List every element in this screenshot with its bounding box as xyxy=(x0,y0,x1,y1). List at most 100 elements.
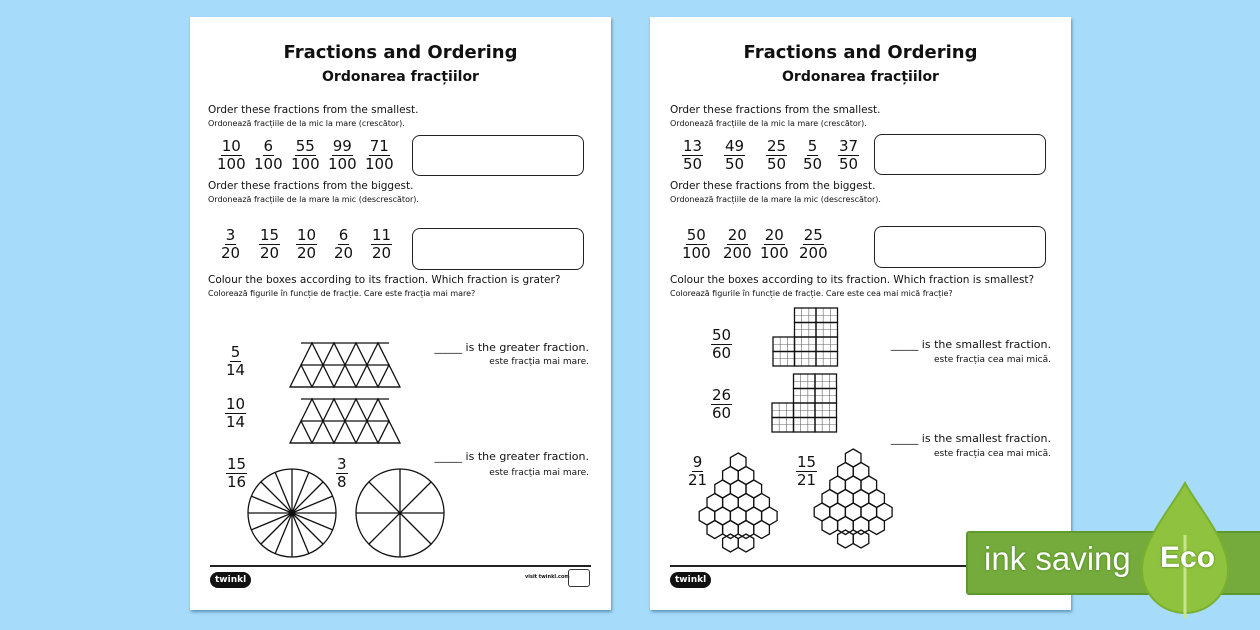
denominator: 20 xyxy=(297,244,317,262)
denominator: 100 xyxy=(217,155,246,173)
answer-line-1: _____ is the smallest fraction. xyxy=(890,338,1051,351)
visit-link[interactable]: visit twinkl.com xyxy=(525,574,570,580)
denominator: 200 xyxy=(723,244,752,262)
hexagon-cell xyxy=(737,533,755,553)
twinkl-logo: twinkl xyxy=(670,572,712,588)
worksheet-page-1: Fractions and Ordering Ordonarea fracții… xyxy=(190,17,611,610)
numerator: 10 xyxy=(296,226,318,245)
ink-saving-label: ink saving xyxy=(984,540,1131,577)
grid-cell xyxy=(815,350,839,367)
triangle-cell xyxy=(376,363,402,388)
answer-line-2: _____ is the smallest fraction. xyxy=(890,432,1051,445)
eco-label: Eco xyxy=(1160,541,1216,574)
hexagon-cell xyxy=(737,519,755,540)
triangle-cell xyxy=(299,341,325,366)
numerator: 9 xyxy=(691,453,704,472)
quality-badge-icon xyxy=(568,569,590,587)
denominator: 50 xyxy=(683,155,703,173)
circle-sector-line xyxy=(291,512,324,545)
shapes-layer xyxy=(698,307,893,553)
numerator: 3 xyxy=(224,226,237,245)
hexagon-cell xyxy=(753,519,771,540)
q3-instruction-ro: Colorează figurile în funcție de fracție… xyxy=(208,289,476,298)
numerator: 10 xyxy=(225,395,247,414)
q1-answer-box[interactable] xyxy=(874,134,1046,175)
numerator: 5 xyxy=(229,343,242,362)
denominator: 20 xyxy=(221,244,241,262)
hexagon-cell xyxy=(852,529,870,549)
q2-answer-box[interactable] xyxy=(874,226,1046,268)
numerator: 15 xyxy=(796,453,818,472)
numerator: 6 xyxy=(337,226,350,245)
numerator: 37 xyxy=(838,137,860,156)
triangle-cell xyxy=(343,397,369,422)
twinkl-logo: twinkl xyxy=(210,572,252,588)
q1-instruction-ro: Ordonează fracțiile de la mic la mare (c… xyxy=(208,119,405,128)
triangle-cell xyxy=(365,397,391,422)
triangle-cell xyxy=(354,363,380,388)
shapes-layer xyxy=(247,341,445,558)
circle-sector-line xyxy=(399,481,432,514)
q1-answer-box[interactable] xyxy=(412,135,584,176)
page-title: Fractions and Ordering xyxy=(743,42,978,63)
denominator: 100 xyxy=(365,155,394,173)
denominator: 14 xyxy=(226,361,246,379)
numerator: 6 xyxy=(262,137,275,156)
circle-sector-line xyxy=(291,481,324,514)
numerator: 10 xyxy=(220,137,242,156)
denominator: 50 xyxy=(767,155,787,173)
answer-line-1: _____ is the greater fraction. xyxy=(434,341,589,354)
numerator: 20 xyxy=(726,226,748,245)
numerator: 20 xyxy=(763,226,785,245)
triangle-cell xyxy=(288,419,314,444)
denominator: 20 xyxy=(372,244,392,262)
page-title: Fractions and Ordering xyxy=(283,42,518,63)
circle-sector-line xyxy=(260,512,293,545)
numerator: 15 xyxy=(259,226,281,245)
denominator: 100 xyxy=(328,155,357,173)
triangle-cell xyxy=(332,363,358,388)
answer-line-2: _____ is the greater fraction. xyxy=(434,450,589,463)
numerator: 25 xyxy=(766,137,788,156)
circle-sector-line xyxy=(260,481,293,514)
q3-instruction: Colour the boxes according to its fracti… xyxy=(670,274,1035,286)
worksheet-page-2: Fractions and Ordering Ordonarea fracții… xyxy=(650,17,1071,610)
numerator: 5 xyxy=(806,137,819,156)
q3-instruction-ro: Colorează figurile în funcție de fracție… xyxy=(670,289,953,298)
footer-divider xyxy=(670,565,1051,567)
circle-sector-line xyxy=(399,512,432,545)
answer-line-1-ro: este fracția mai mare. xyxy=(489,357,589,367)
denominator: 20 xyxy=(334,244,354,262)
q3-instruction: Colour the boxes according to its fracti… xyxy=(208,274,561,286)
denominator: 100 xyxy=(291,155,320,173)
denominator: 21 xyxy=(688,471,708,489)
numerator: 3 xyxy=(336,455,348,474)
denominator: 100 xyxy=(760,244,789,262)
triangle-cell xyxy=(343,341,369,366)
denominator: 100 xyxy=(254,155,283,173)
numerator: 13 xyxy=(682,137,704,156)
footer-divider xyxy=(210,565,591,567)
answer-line-1-ro: este fracția cea mai mică. xyxy=(934,355,1051,365)
numerator: 71 xyxy=(368,137,390,156)
q2-answer-box[interactable] xyxy=(412,228,584,270)
hexagon-cell xyxy=(836,515,854,536)
hexagon-cell xyxy=(721,519,739,540)
q2-instruction-ro: Ordonează fracțiile de la mare la mic (d… xyxy=(670,195,881,204)
denominator: 14 xyxy=(226,413,246,431)
circle-sector-line xyxy=(274,472,293,514)
hexagon-cell xyxy=(721,533,739,553)
